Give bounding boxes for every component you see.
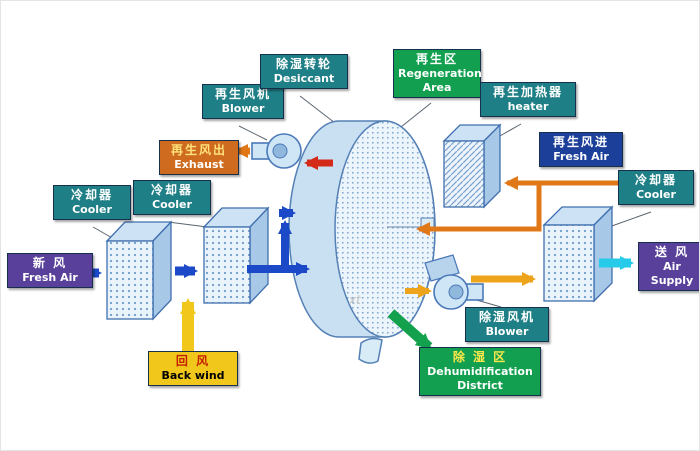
wheel-seal-piece — [358, 337, 383, 364]
label-heater-en: heater — [507, 100, 549, 113]
label-heater: 再生加热器 heater — [480, 82, 576, 117]
label-cooler-3-en: Cooler — [636, 188, 676, 201]
process-air-arrows — [87, 206, 310, 280]
label-dehum-district-zh: 除 湿 区 — [452, 350, 508, 364]
label-regen-fresh-air: 再生风进 Fresh Air — [539, 132, 623, 167]
label-exhaust-en: Exhaust — [174, 158, 224, 171]
label-regen-area: 再生区 Regeneration Area — [393, 49, 482, 98]
label-heater-zh: 再生加热器 — [492, 85, 563, 99]
label-cooler-3: 冷却器 Cooler — [618, 170, 694, 205]
label-dehum-district: 除 湿 区 Dehumidification District — [419, 347, 541, 396]
label-cooler-1-en: Cooler — [72, 203, 112, 216]
cooler-box-3 — [542, 205, 614, 303]
heater-to-wheel-arrow — [416, 185, 542, 236]
label-desiccant-en: Desiccant — [273, 72, 335, 85]
label-exhaust: 再生风出 Exhaust — [159, 140, 239, 175]
label-regen-blower-zh: 再生风机 — [214, 87, 271, 101]
label-cooler-3-zh: 冷却器 — [634, 173, 677, 187]
label-cooler-2-zh: 冷却器 — [150, 183, 193, 197]
label-regen-blower: 再生风机 Blower — [202, 84, 284, 119]
label-air-supply-en: Air Supply — [650, 260, 694, 287]
label-regen-area-en: Regeneration Area — [398, 67, 482, 94]
label-dehum-blower-zh: 除湿风机 — [478, 310, 535, 324]
label-fresh-air-in-zh: 新 风 — [32, 256, 68, 270]
label-dehum-blower: 除湿风机 Blower — [465, 307, 549, 342]
label-cooler-2: 冷却器 Cooler — [133, 180, 211, 215]
watermark-text: xt — [349, 293, 361, 307]
desiccant-wheel — [288, 120, 436, 364]
label-desiccant-zh: 除湿转轮 — [275, 57, 332, 71]
heater-box — [442, 123, 502, 209]
label-dehum-blower-en: Blower — [485, 325, 529, 338]
label-dehum-district-en: Dehumidification District — [427, 365, 533, 392]
label-back-wind-en: Back wind — [161, 369, 225, 382]
regen-blower-symbol — [251, 133, 302, 169]
label-cooler-1: 冷却器 Cooler — [53, 185, 131, 220]
label-cooler-1-zh: 冷却器 — [70, 188, 113, 202]
label-fresh-air-in-en: Fresh Air — [22, 271, 78, 284]
cooler-box-2 — [202, 206, 270, 305]
dehum-district-arrow — [387, 309, 433, 351]
label-cooler-2-en: Cooler — [152, 198, 192, 211]
leader-lines — [92, 95, 652, 308]
label-exhaust-zh: 再生风出 — [170, 143, 227, 157]
dehum-blower-symbol — [424, 254, 484, 310]
label-back-wind-zh: 回 风 — [175, 354, 211, 368]
label-back-wind: 回 风 Back wind — [148, 351, 238, 386]
label-fresh-air-in: 新 风 Fresh Air — [7, 253, 93, 288]
label-desiccant: 除湿转轮 Desiccant — [260, 54, 348, 89]
label-regen-area-zh: 再生区 — [415, 52, 458, 66]
label-air-supply-zh: 送 风 — [654, 245, 690, 259]
cooler-box-1 — [105, 220, 173, 321]
label-air-supply: 送 风 Air Supply — [638, 242, 699, 291]
label-regen-blower-en: Blower — [221, 102, 265, 115]
dry-air-arrows — [405, 272, 536, 298]
label-regen-fresh-air-en: Fresh Air — [553, 150, 609, 163]
label-regen-fresh-air-zh: 再生风进 — [552, 135, 609, 149]
regeneration-arrows — [234, 144, 621, 236]
